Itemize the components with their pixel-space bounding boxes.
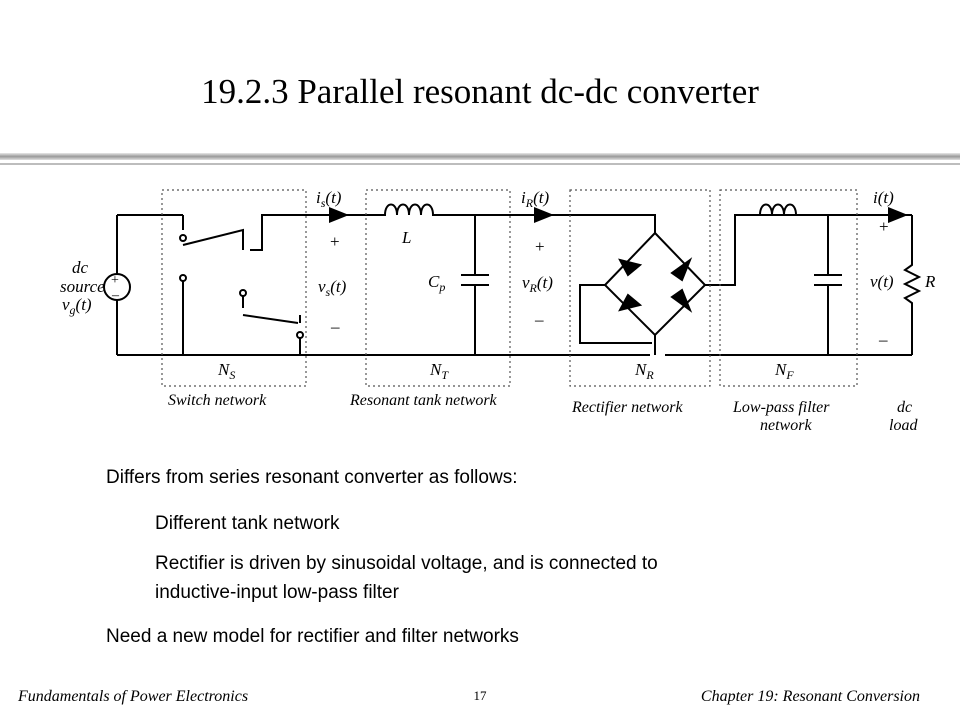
- bullet-different-tank: Different tank network: [155, 513, 340, 534]
- rectifier-bridge: [603, 231, 707, 337]
- source-minus: –: [111, 288, 120, 303]
- filter-network-box: [719, 189, 858, 387]
- NT-label: NT: [429, 360, 449, 382]
- rectifier-network-label: Rectifier network: [571, 399, 684, 416]
- page-number: 17: [473, 688, 487, 703]
- dc-voltage-source: [103, 273, 131, 301]
- load-label-1: dc: [897, 399, 912, 416]
- bullet-rectifier-line2: inductive-input low-pass filter: [155, 582, 399, 603]
- load-plus: +: [879, 217, 889, 236]
- vR-minus: –: [534, 310, 544, 329]
- resistor-R: [902, 215, 922, 355]
- it-label: i(t): [873, 188, 894, 207]
- diode-4: [670, 288, 693, 313]
- inductor-filter: [740, 203, 830, 216]
- resistor-R-label: R: [924, 272, 936, 291]
- rectifier-network-box: [569, 189, 711, 387]
- diode-1: [618, 258, 643, 277]
- switch-1: [182, 215, 244, 250]
- is-label: is(t): [316, 188, 342, 210]
- switch-3: [242, 295, 299, 324]
- closing-text: Need a new model for rectifier and filte…: [106, 626, 519, 647]
- title-rule-thin: [0, 163, 960, 165]
- NS-label: NS: [217, 360, 235, 382]
- inductor-L-label: L: [401, 228, 411, 247]
- vs-plus: +: [330, 232, 340, 251]
- NF-label: NF: [774, 360, 794, 382]
- load-label-2: load: [889, 417, 918, 434]
- switch-network-label: Switch network: [168, 392, 267, 409]
- capacitor-Cp: [461, 215, 489, 355]
- tank-network-box: [365, 189, 511, 387]
- vs-label: vs(t): [318, 277, 347, 299]
- vR-plus: +: [535, 237, 545, 256]
- capacitor-filter: [814, 215, 842, 355]
- vR-label: vR(t): [522, 273, 553, 295]
- filter-network-label-2: network: [760, 417, 812, 434]
- intro-text: Differs from series resonant converter a…: [106, 467, 518, 488]
- diode-2: [670, 257, 693, 282]
- filter-network-label-1: Low-pass filter: [732, 399, 830, 416]
- capacitor-Cp-label: Cp: [428, 272, 445, 294]
- source-label-source: source: [60, 277, 105, 296]
- slide-title: 19.2.3 Parallel resonant dc-dc converter: [201, 72, 759, 111]
- footer-left: Fundamentals of Power Electronics: [18, 688, 249, 705]
- source-plus: +: [111, 273, 119, 288]
- tank-network-label: Resonant tank network: [349, 392, 498, 409]
- NR-label: NR: [634, 360, 654, 382]
- parallel-resonant-converter-schematic: + – dc source vg(t) is(t) + vs(t) – L Cp…: [60, 188, 936, 434]
- source-label-vg: vg(t): [62, 295, 92, 317]
- vt-label: v(t): [870, 272, 894, 291]
- bullet-rectifier-line1: Rectifier is driven by sinusoidal voltag…: [155, 553, 658, 574]
- vs-minus: –: [330, 317, 340, 336]
- source-label-dc: dc: [72, 258, 89, 277]
- title-rule-thick: [0, 153, 960, 160]
- iR-label: iR(t): [521, 188, 549, 210]
- load-minus: –: [878, 330, 888, 349]
- switch-network-box: [161, 189, 307, 387]
- footer-right: Chapter 19: Resonant Conversion: [700, 688, 920, 705]
- diode-3: [618, 293, 643, 312]
- inductor-L: [355, 203, 555, 216]
